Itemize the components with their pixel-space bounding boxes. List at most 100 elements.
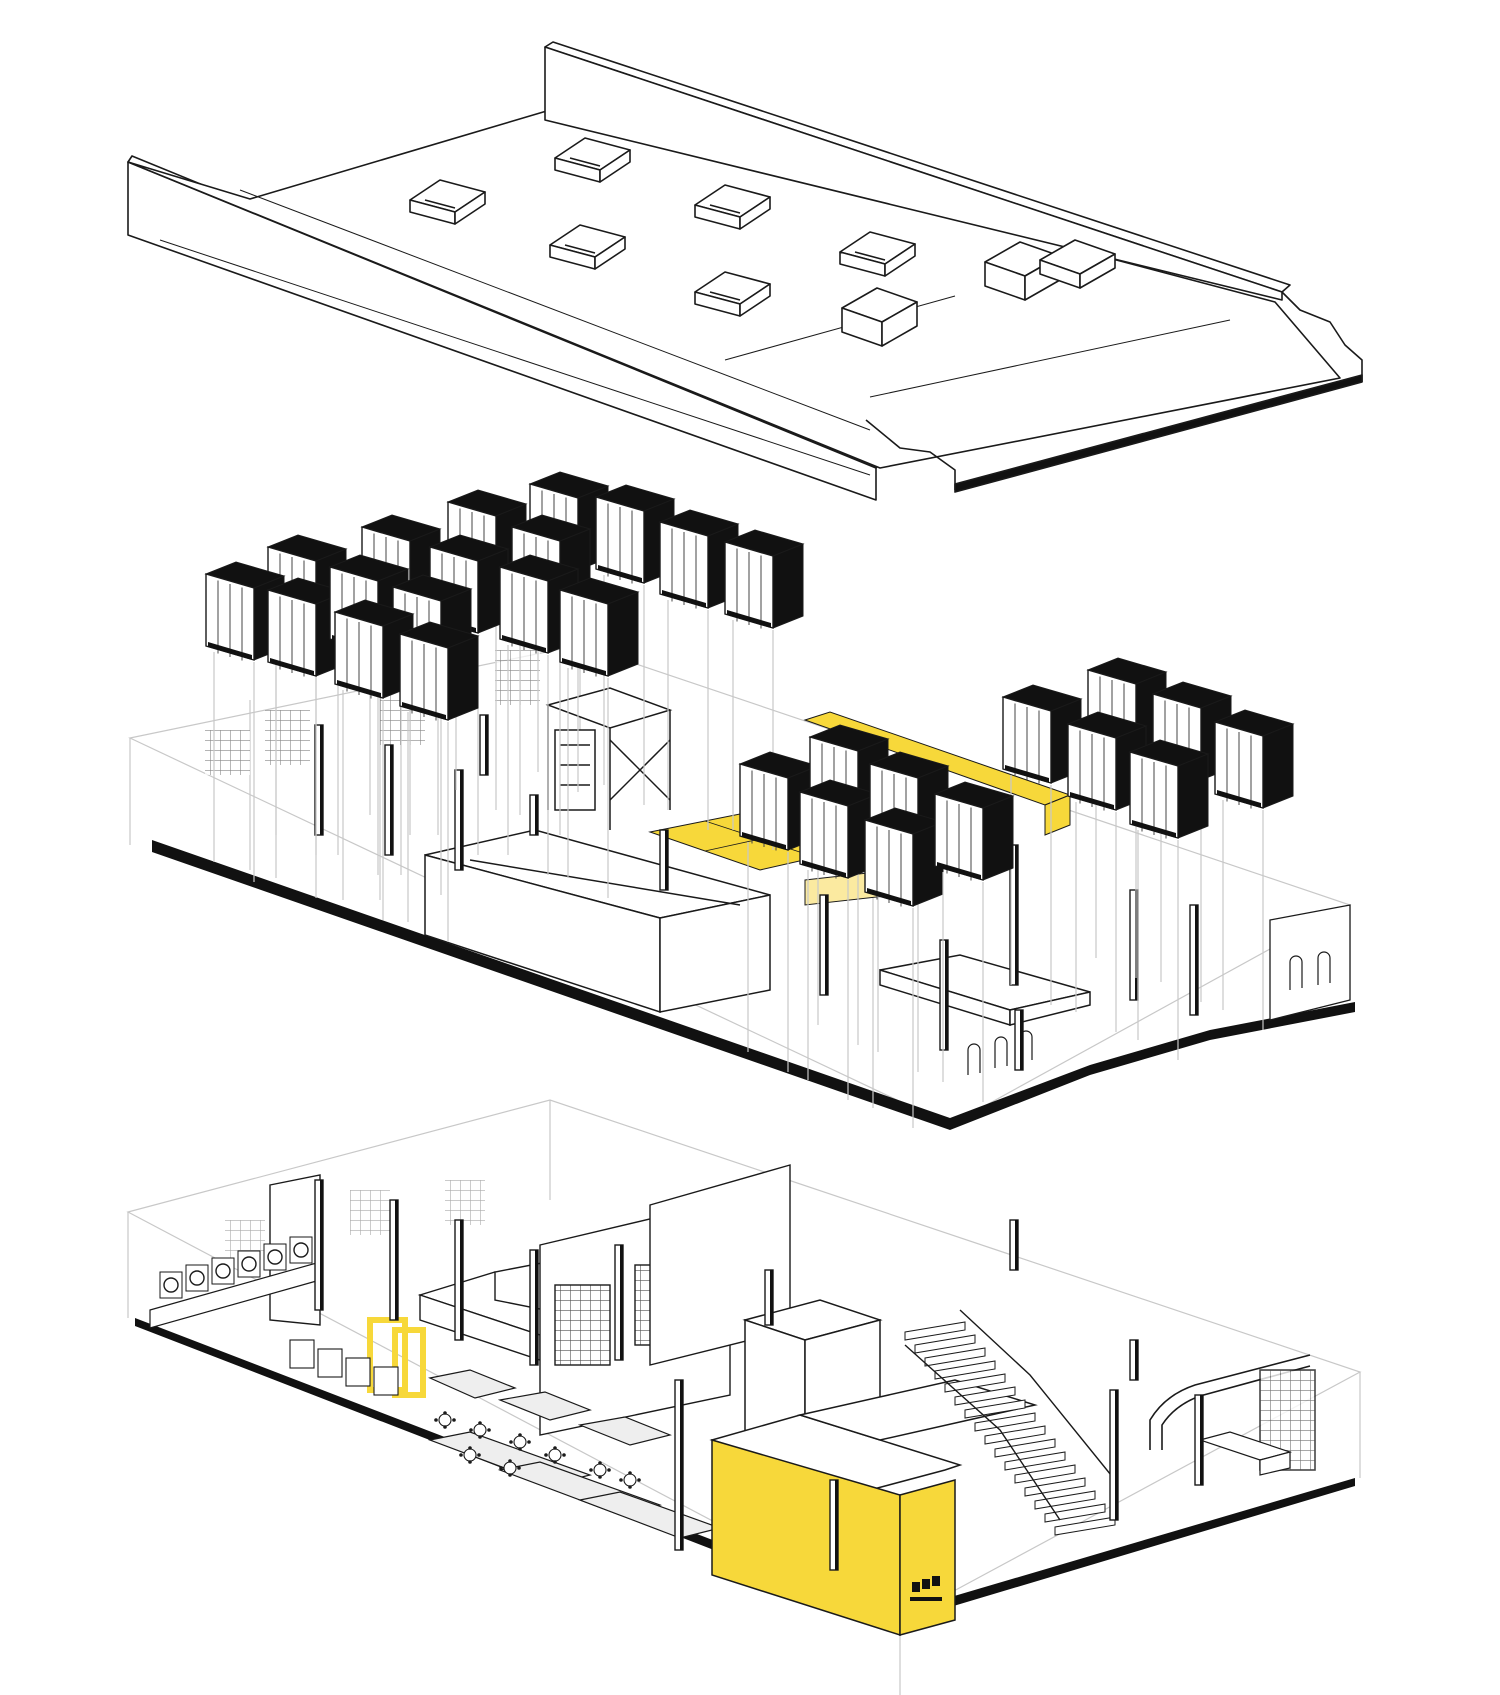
chair [478,1421,482,1425]
block-base [802,860,846,878]
chair [527,1440,531,1444]
yellow-volume [709,1379,1038,1637]
block-side [447,635,479,721]
hanging-block [1066,711,1148,1032]
chair [443,1425,447,1429]
stair-step [904,1321,966,1341]
stair-step [994,1438,1056,1458]
block-base [562,658,606,676]
dryer-unit [289,1339,315,1369]
dryer-unit [345,1357,371,1387]
chair [637,1478,641,1482]
ground-ghost-walls [126,1099,1362,1695]
skylight [409,179,486,225]
hanging-block [1213,709,1295,1030]
chair [598,1475,602,1479]
column-shadow [1195,905,1198,1015]
stair-step [1054,1516,1116,1536]
hanging-block [398,621,480,942]
chair [508,1473,512,1477]
chair [589,1468,593,1472]
washer-door [267,1249,283,1265]
skylight [554,137,631,183]
block-side [607,591,639,677]
skylight [839,231,916,277]
washer-door [241,1256,257,1272]
column-shadow [1115,1390,1118,1520]
ghost-window [350,1190,390,1235]
block-base [598,565,642,583]
stair-step [1004,1451,1066,1471]
chair [478,1435,482,1439]
dryer-unit [373,1366,399,1396]
roof-right-edge [1281,291,1363,382]
mezzanine-void [879,954,1091,1027]
chair [452,1418,456,1422]
ground-columns [314,1179,1204,1571]
mezzanine-columns [314,714,1199,1071]
column-shadow [1015,845,1018,985]
chair [517,1466,521,1470]
hanging-block [594,484,676,805]
washer [185,1264,209,1292]
hanging-block [723,529,805,850]
chair [544,1453,548,1457]
column-shadow [680,1380,683,1550]
benches [427,1369,723,1539]
column-shadow [1020,1010,1023,1070]
chair [443,1411,447,1415]
skylight [694,271,771,317]
column-shadow [535,795,538,835]
stair-step [1014,1464,1076,1484]
column-shadow [1015,1220,1018,1270]
block-side [772,543,804,629]
cafe-table [593,1463,607,1477]
chair [477,1453,481,1457]
chair [518,1447,522,1451]
washer-row [149,1236,399,1396]
mezzanine-service-room [1269,904,1351,1021]
block-base [208,642,252,660]
chair [553,1446,557,1450]
chair [607,1468,611,1472]
roof-seam [869,319,1231,398]
block-base [1005,765,1049,783]
washer [289,1236,313,1264]
ghost-window [495,650,540,705]
roof-eave-band [954,374,1363,493]
washer [237,1250,261,1278]
column-shadow [665,830,668,890]
chair [562,1453,566,1457]
column-shadow [535,1250,538,1365]
ghost-window [205,730,250,775]
roof-front-edge [865,419,956,490]
stair-rail [904,1344,1061,1521]
column-shadow [835,1480,838,1570]
chair [499,1466,503,1470]
cafe-table [438,1413,452,1427]
chair [553,1460,557,1464]
column-shadow [485,715,488,775]
hanging-block [498,554,580,875]
hanging-block [658,509,740,830]
column-shadow [770,1270,773,1325]
ghost-window [445,1180,485,1225]
grand-staircase [904,1309,1116,1536]
stair-step [984,1425,1046,1445]
block-base [937,862,981,880]
sign-icon [910,1576,942,1601]
washer-door [189,1270,205,1286]
block-base [867,888,911,906]
stair-step [924,1347,986,1367]
cafe-table [548,1448,562,1462]
chair [487,1428,491,1432]
roof-back-wall-face [544,46,1283,301]
block-base [1070,792,1114,810]
roof-gutter-inner [239,189,871,431]
roof-vent [1039,239,1116,289]
washer-door [215,1263,231,1279]
block-base [727,610,771,628]
chair [509,1440,513,1444]
column-shadow [320,725,323,835]
